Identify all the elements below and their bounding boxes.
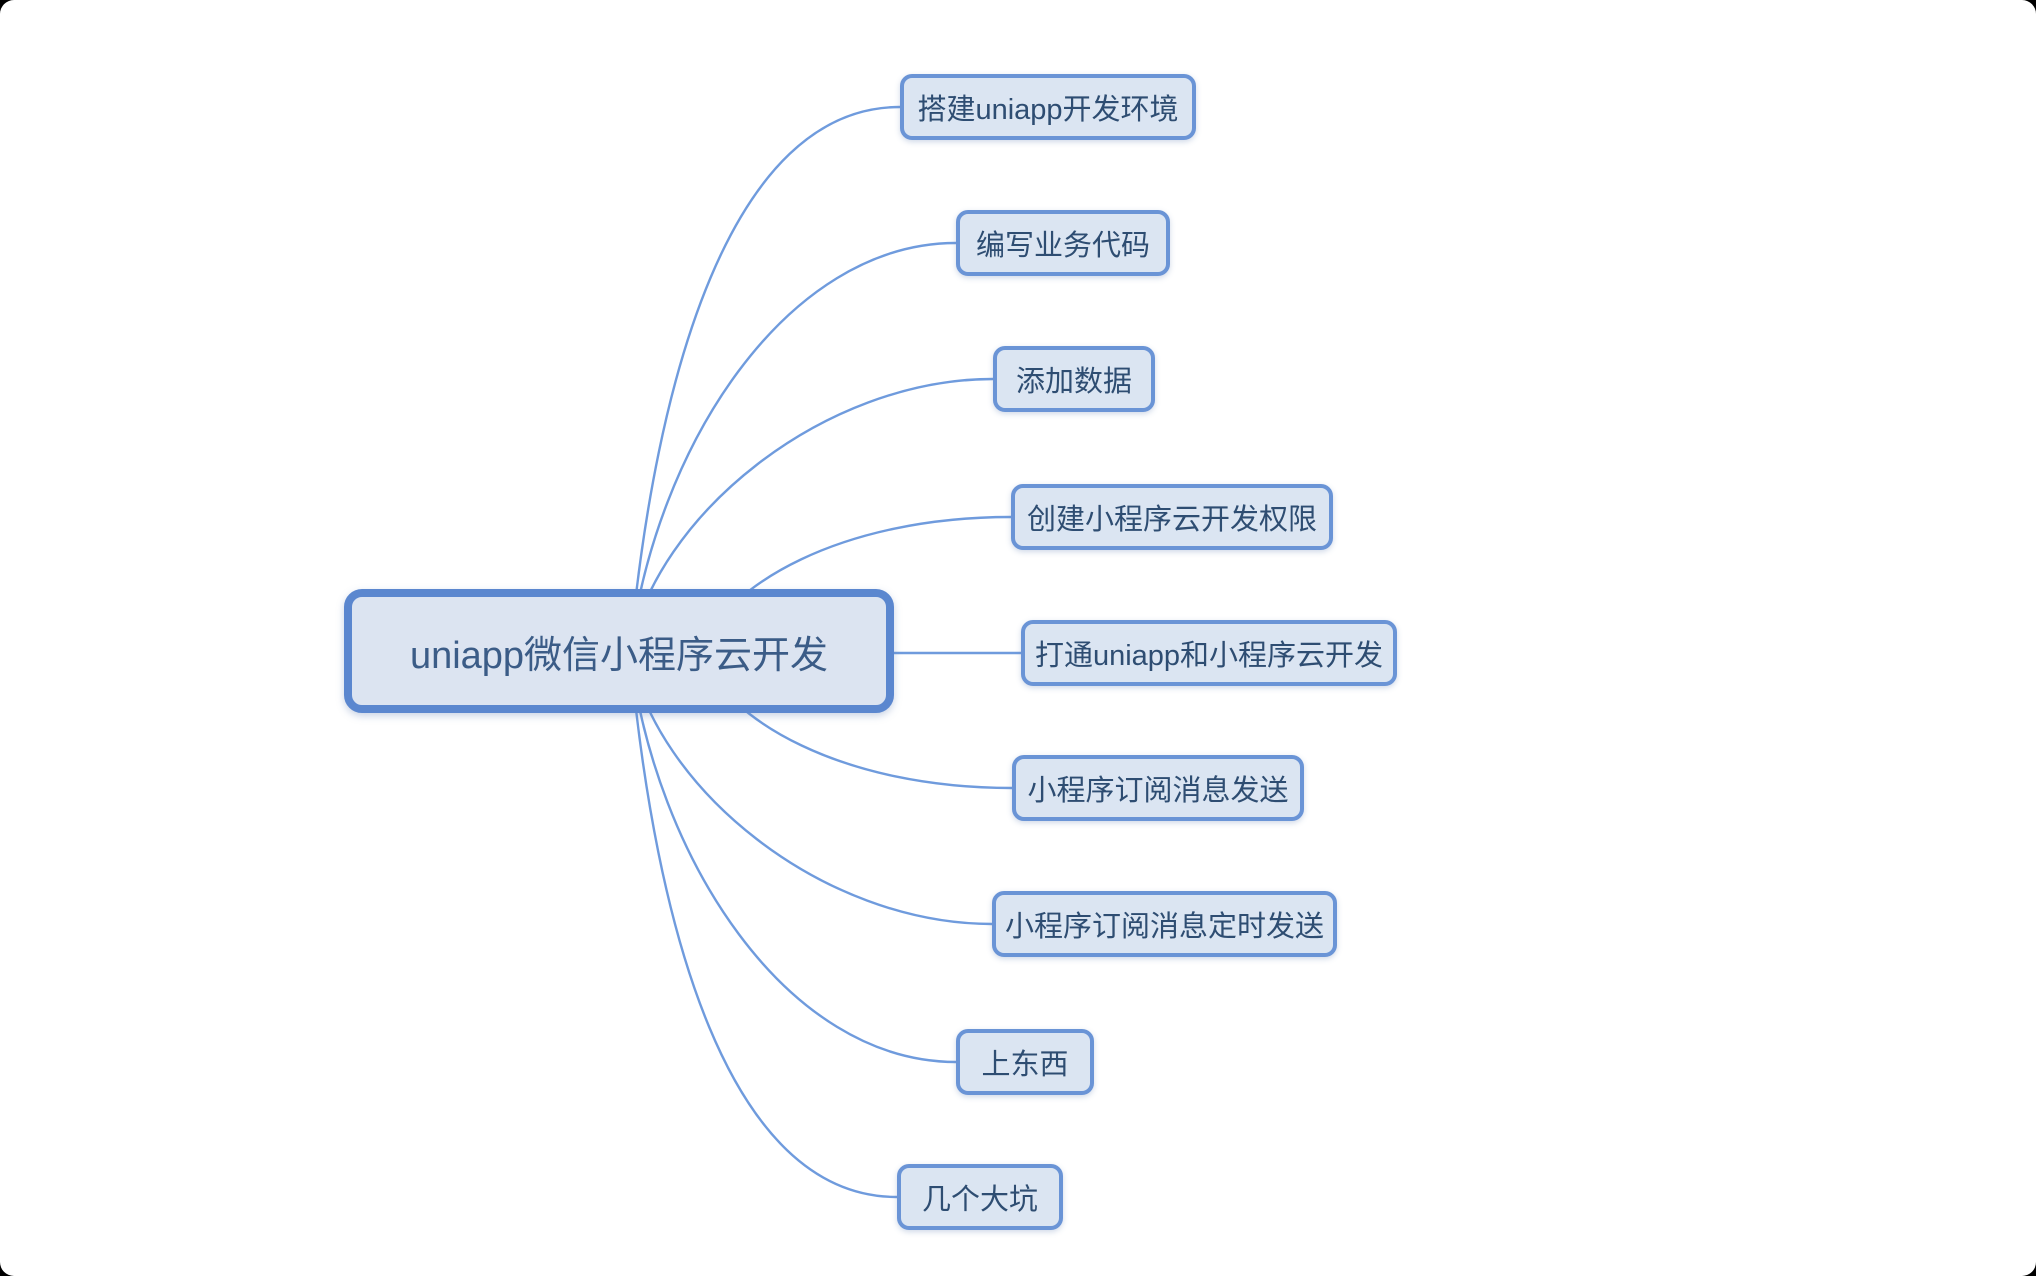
connector-line: [628, 105, 901, 653]
connector-line: [628, 241, 957, 653]
connector-line: [628, 651, 957, 1064]
branch-node-label: 添加数据: [1015, 366, 1132, 398]
branch-node-label: 小程序订阅消息发送: [1027, 775, 1289, 807]
connector-line: [628, 651, 898, 1199]
branch-node-upload-stuff[interactable]: 上东西: [956, 1029, 1094, 1095]
branch-node-subscribe-message-send[interactable]: 小程序订阅消息发送: [1012, 755, 1304, 821]
branch-node-label: 几个大坑: [921, 1184, 1038, 1216]
root-node[interactable]: uniapp微信小程序云开发: [344, 589, 894, 713]
branch-node-add-data[interactable]: 添加数据: [993, 346, 1155, 412]
root-node-label: uniapp微信小程序云开发: [409, 634, 829, 677]
branch-node-connect-uniapp-cloud[interactable]: 打通uniapp和小程序云开发: [1021, 620, 1397, 686]
branch-node-subscribe-message-scheduled-send[interactable]: 小程序订阅消息定时发送: [992, 891, 1337, 957]
branch-node-label: 小程序订阅消息定时发送: [1004, 911, 1324, 943]
branch-node-several-pitfalls[interactable]: 几个大坑: [897, 1164, 1063, 1230]
branch-node-create-cloud-dev-permission[interactable]: 创建小程序云开发权限: [1011, 484, 1333, 550]
branch-node-label: 创建小程序云开发权限: [1026, 504, 1317, 536]
branch-node-write-business-code[interactable]: 编写业务代码: [956, 210, 1170, 276]
branch-node-label: 编写业务代码: [975, 230, 1150, 262]
branch-node-setup-uniapp-env[interactable]: 搭建uniapp开发环境: [900, 74, 1196, 140]
branch-node-label: 打通uniapp和小程序云开发: [1034, 640, 1384, 672]
branch-node-label: 上东西: [981, 1049, 1069, 1081]
branch-node-label: 搭建uniapp开发环境: [917, 94, 1179, 126]
